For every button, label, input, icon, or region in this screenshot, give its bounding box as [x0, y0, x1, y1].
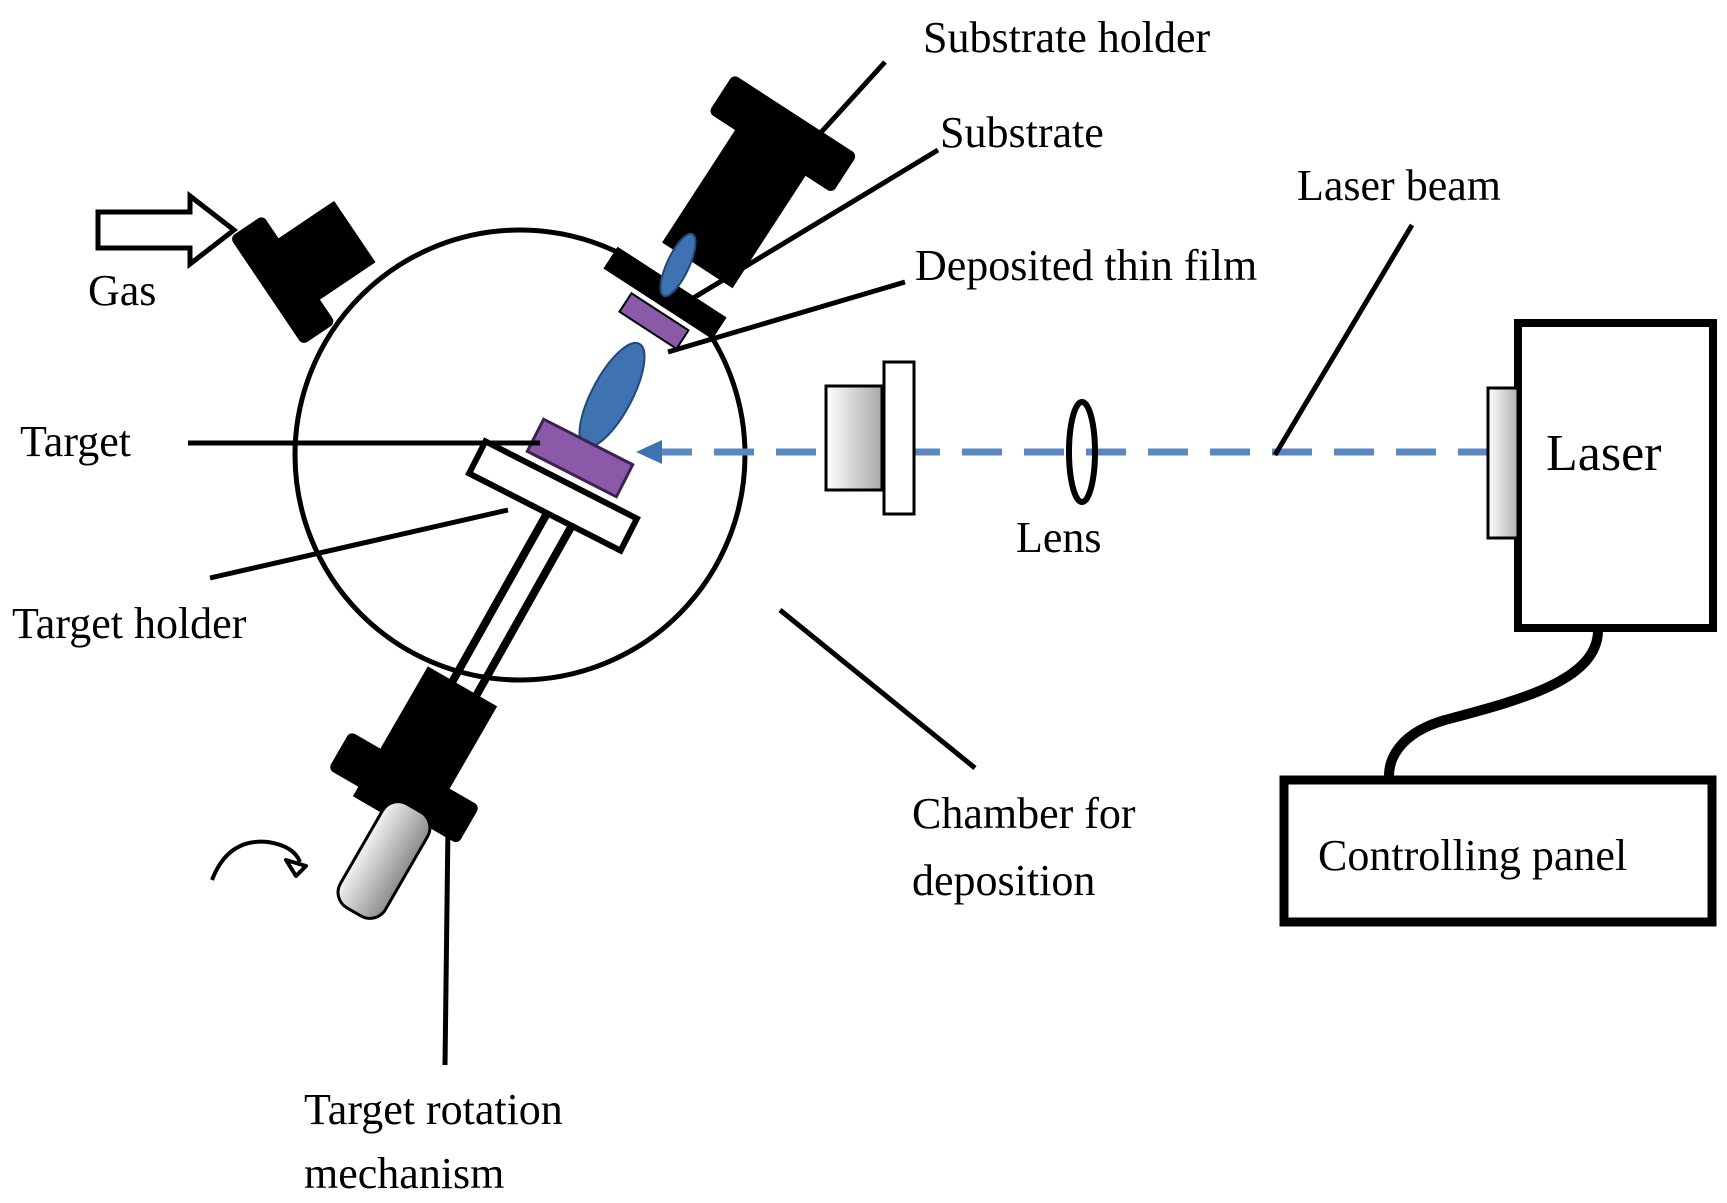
chamber-window: [824, 384, 884, 492]
plasma-plume-upper: [659, 232, 697, 298]
substrate-holder-port: [662, 76, 856, 289]
laser-beam-tip: [636, 440, 662, 464]
label-target-holder: Target holder: [12, 599, 247, 648]
label-substrate: Substrate: [940, 108, 1104, 157]
leader-chamber: [778, 608, 977, 770]
label-rotation-line2: mechanism: [304, 1149, 504, 1198]
label-chamber-line2: deposition: [912, 856, 1095, 905]
laser-output-window: [1486, 386, 1520, 540]
leader-target-holder: [209, 507, 509, 581]
leader-substrate-holder: [803, 60, 887, 152]
rotation-rod: [336, 800, 432, 920]
target-holder: [465, 437, 641, 555]
gas-arrow-icon: [95, 190, 239, 270]
laser-box: [1514, 319, 1717, 632]
label-gas: Gas: [88, 266, 156, 315]
rotation-arrow-icon: [210, 839, 302, 881]
label-controlling-panel: Controlling panel: [1318, 831, 1627, 880]
label-lens: Lens: [1016, 513, 1102, 562]
label-rotation-line1: Target rotation: [304, 1085, 563, 1134]
chamber-window-flange: [882, 360, 916, 516]
deposited-thin-film: [618, 291, 690, 351]
controlling-panel-box: [1279, 775, 1717, 927]
leader-substrate: [688, 147, 940, 303]
lens: [1066, 399, 1098, 505]
label-deposited-thin-film: Deposited thin film: [915, 241, 1257, 290]
target: [525, 417, 635, 499]
label-laser-beam: Laser beam: [1297, 161, 1501, 210]
leader-rotation-mechanism: [442, 824, 451, 1066]
leader-deposited-thin-film: [667, 279, 906, 355]
label-chamber-line1: Chamber for: [912, 789, 1136, 838]
label-laser: Laser: [1546, 425, 1661, 482]
gas-inlet-port: [232, 200, 376, 343]
rotation-arrowhead-icon: [284, 858, 308, 878]
control-cable: [1384, 627, 1604, 786]
label-substrate-holder: Substrate holder: [923, 13, 1211, 62]
target-rotation-port: [330, 666, 498, 843]
leader-laser-beam: [1272, 223, 1415, 457]
label-target: Target: [20, 417, 131, 466]
